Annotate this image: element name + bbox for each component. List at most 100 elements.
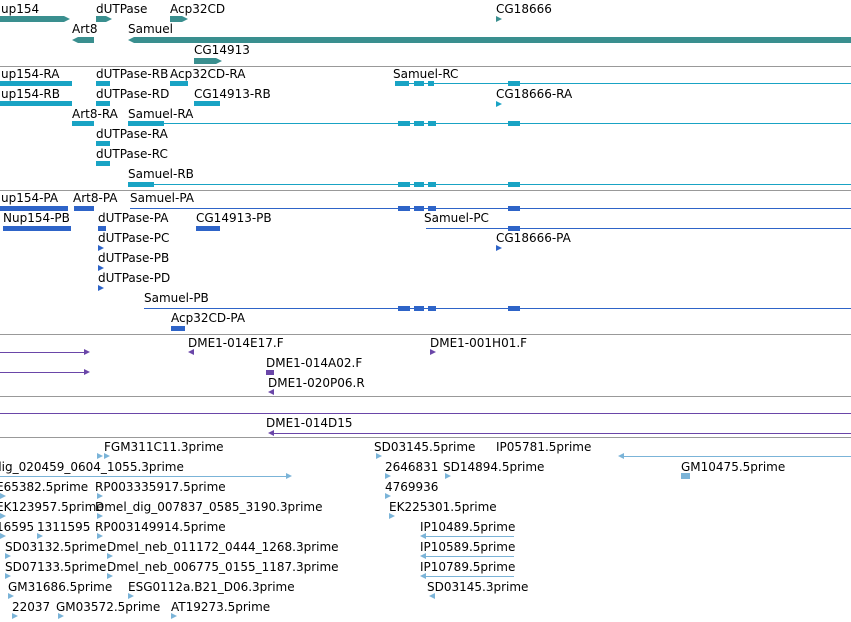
clone-label-dme1-020p06-r[interactable]: DME1-020P06.R — [268, 376, 365, 390]
est-label-16595[interactable]: 16595 — [0, 520, 35, 534]
protein-feature-acp32cd-pa[interactable] — [171, 326, 185, 331]
transcript-label-nup154-ra[interactable]: Nup154-RA — [0, 67, 60, 81]
clone-line[interactable] — [0, 413, 851, 414]
est-label-ek123957[interactable]: EK123957.5prime — [0, 500, 104, 514]
est-feature[interactable] — [0, 533, 6, 539]
est-feature[interactable] — [104, 453, 110, 459]
est-feature[interactable] — [0, 493, 6, 499]
transcript-label-art8-ra[interactable]: Art8-RA — [72, 107, 118, 121]
est-feature[interactable] — [445, 473, 451, 479]
transcript-label-dutpase-ra[interactable]: dUTPase-RA — [96, 127, 168, 141]
est-label-gm31686[interactable]: GM31686.5prime — [8, 580, 113, 594]
est-feature[interactable] — [429, 593, 435, 599]
est-label-gm03572[interactable]: GM03572.5prime — [56, 600, 161, 614]
transcript-feature-samuel-rb[interactable] — [128, 184, 851, 185]
transcript-label-samuel-ra[interactable]: Samuel-RA — [128, 107, 194, 121]
protein-label-nup154-pb[interactable]: Nup154-PB — [3, 211, 70, 225]
est-label-sd03145-5[interactable]: SD03145.5prime — [374, 440, 476, 454]
clone-feature-dme1-020p06-r[interactable] — [268, 389, 274, 395]
transcript-label-cg14913-rb[interactable]: CG14913-RB — [194, 87, 271, 101]
gene-feature-cg14913[interactable] — [194, 58, 216, 64]
est-label-rp003149914[interactable]: RP003149914.5prime — [95, 520, 226, 534]
protein-label-acp32cd-pa[interactable]: Acp32CD-PA — [171, 311, 246, 325]
est-label-ip10589[interactable]: IP10589.5prime — [420, 540, 516, 554]
gene-feature-dutpase[interactable] — [96, 16, 106, 22]
est-label-ip05781[interactable]: IP05781.5prime — [496, 440, 592, 454]
protein-feature-nup154-pa[interactable] — [0, 206, 68, 211]
protein-label-dutpase-pc[interactable]: dUTPase-PC — [98, 231, 170, 245]
est-label-1311595[interactable]: 1311595 — [37, 520, 91, 534]
est-label-sd07133[interactable]: SD07133.5prime — [5, 560, 107, 574]
transcript-feature-dutpase-rd[interactable] — [96, 101, 110, 106]
transcript-label-dutpase-rb[interactable]: dUTPase-RB — [96, 67, 169, 81]
est-label-esg0112a[interactable]: ESG0112a.B21_D06.3prime — [128, 580, 295, 594]
est-label-at19273[interactable]: AT19273.5prime — [171, 600, 271, 614]
protein-label-samuel-pb[interactable]: Samuel-PB — [144, 291, 209, 305]
est-label-4769936[interactable]: 4769936 — [385, 480, 439, 494]
est-feature[interactable] — [97, 513, 103, 519]
est-label-ek225301[interactable]: EK225301.5prime — [389, 500, 497, 514]
est-label-dmel-neb-006775[interactable]: Dmel_neb_006775_0155_1187.3prime — [107, 560, 339, 574]
gene-feature-cg18666[interactable] — [496, 16, 502, 22]
transcript-label-dutpase-rd[interactable]: dUTPase-RD — [96, 87, 170, 101]
protein-feature-samuel-pa[interactable] — [130, 208, 851, 209]
est-feature[interactable] — [97, 453, 103, 459]
clone-feature-dme1-014e17-f[interactable] — [188, 349, 194, 355]
gene-label-cg14913[interactable]: CG14913 — [194, 43, 250, 57]
transcript-label-nup154-rb[interactable]: Nup154-RB — [0, 87, 61, 101]
protein-label-dutpase-pb[interactable]: dUTPase-PB — [98, 251, 170, 265]
protein-label-nup154-pa[interactable]: Nup154-PA — [0, 191, 59, 205]
transcript-feature-samuel-rc[interactable] — [395, 83, 851, 84]
est-feature[interactable] — [385, 473, 391, 479]
est-feature[interactable] — [107, 573, 113, 579]
protein-feature-samuel-pb[interactable] — [144, 308, 851, 309]
gene-feature-nup154[interactable] — [0, 16, 64, 22]
transcript-label-samuel-rc[interactable]: Samuel-RC — [393, 67, 459, 81]
transcript-label-cg18666-ra[interactable]: CG18666-RA — [496, 87, 573, 101]
protein-feature-dutpase-pd[interactable] — [98, 285, 104, 291]
transcript-label-acp32cd-ra[interactable]: Acp32CD-RA — [170, 67, 246, 81]
gene-label-nup154[interactable]: Nup154 — [0, 2, 40, 16]
protein-feature-cg18666-pa[interactable] — [496, 245, 502, 251]
est-feature[interactable] — [37, 533, 43, 539]
transcript-feature-samuel-ra[interactable] — [128, 123, 851, 124]
est-feature[interactable] — [97, 493, 103, 499]
est-label-2646831[interactable]: 2646831 — [385, 460, 439, 474]
clone-label-dme1-014e17-f[interactable]: DME1-014E17.F — [188, 336, 284, 350]
transcript-feature-dutpase-ra[interactable] — [96, 141, 110, 146]
transcript-feature-art8-ra[interactable] — [72, 121, 94, 126]
est-feature[interactable] — [5, 553, 11, 559]
est-label-22037[interactable]: 22037 — [12, 600, 51, 614]
transcript-feature-cg18666-ra[interactable] — [496, 101, 502, 107]
transcript-feature-nup154-rb[interactable] — [0, 101, 72, 106]
clone-end-line[interactable] — [0, 352, 84, 353]
transcript-feature-cg14913-rb[interactable] — [194, 101, 220, 106]
protein-feature-dutpase-pc[interactable] — [98, 245, 104, 251]
est-feature[interactable] — [389, 513, 395, 519]
transcript-label-dutpase-rc[interactable]: dUTPase-RC — [96, 147, 168, 161]
gene-label-acp32cd[interactable]: Acp32CD — [170, 2, 226, 16]
protein-feature-dutpase-pa[interactable] — [98, 226, 106, 231]
est-label-dmel-dig-007837[interactable]: Dmel_dig_007837_0585_3190.3prime — [95, 500, 323, 514]
transcript-feature-nup154-ra[interactable] — [0, 81, 72, 86]
protein-feature-art8-pa[interactable] — [74, 206, 94, 211]
clone-feature-dme1-001h01-f[interactable] — [430, 349, 436, 355]
est-feature-ip10589[interactable] — [426, 556, 514, 557]
protein-label-art8-pa[interactable]: Art8-PA — [73, 191, 118, 205]
protein-label-cg14913-pb[interactable]: CG14913-PB — [196, 211, 272, 225]
est-feature[interactable] — [0, 513, 6, 519]
protein-feature-cg14913-pb[interactable] — [196, 226, 220, 231]
gene-label-samuel[interactable]: Samuel — [128, 22, 173, 36]
est-feature[interactable] — [58, 613, 64, 619]
clone-feature-dme1-014a02-f[interactable] — [266, 370, 274, 375]
protein-label-samuel-pa[interactable]: Samuel-PA — [130, 191, 194, 205]
clone-feature-dme1-014d15[interactable] — [274, 433, 851, 434]
transcript-label-samuel-rb[interactable]: Samuel-RB — [128, 167, 194, 181]
protein-label-samuel-pc[interactable]: Samuel-PC — [424, 211, 489, 225]
est-label-gm10475[interactable]: GM10475.5prime — [681, 460, 786, 474]
protein-feature-samuel-pc[interactable] — [426, 228, 851, 229]
clone-label-dme1-014a02-f[interactable]: DME1-014A02.F — [266, 356, 363, 370]
est-label-sd03145-3[interactable]: SD03145.3prime — [427, 580, 529, 594]
gene-label-cg18666[interactable]: CG18666 — [496, 2, 552, 16]
